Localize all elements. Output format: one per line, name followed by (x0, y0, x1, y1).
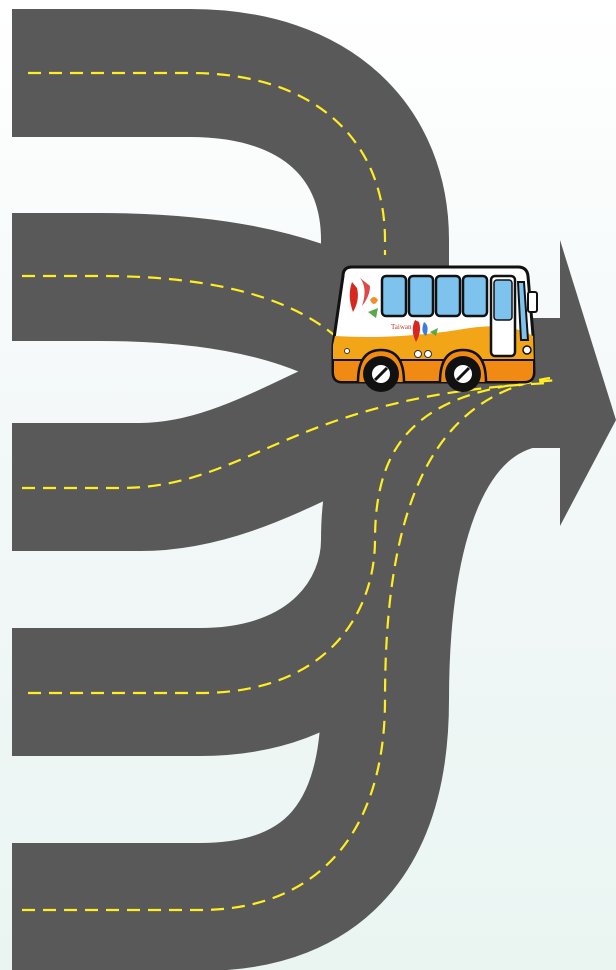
bus-logo-text: Taiwan (391, 323, 412, 331)
bus-headlight (523, 346, 531, 354)
bus-wheel-rear (363, 356, 399, 392)
arrow-head (560, 240, 616, 526)
bus-mirror (528, 292, 537, 312)
bus-illustration: Taiwan (333, 267, 537, 392)
roads (12, 73, 616, 907)
bus-wheel-front (445, 356, 481, 392)
